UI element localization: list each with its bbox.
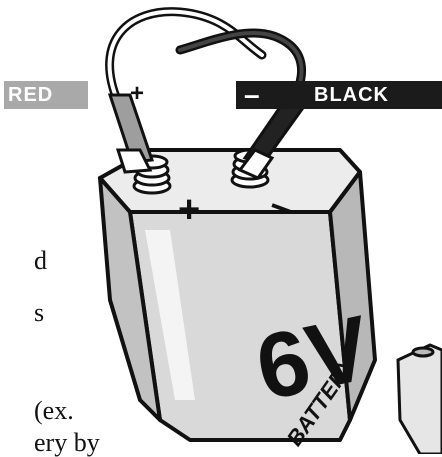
red-label: RED bbox=[4, 81, 88, 109]
text-fragment-3: (ex. bbox=[34, 396, 74, 425]
minus-label: – bbox=[244, 79, 260, 110]
black-label: – BLACK bbox=[236, 79, 442, 110]
text-fragment-4: ery by bbox=[34, 428, 100, 457]
text-fragment-1: d bbox=[34, 246, 47, 275]
red-label-text: RED bbox=[8, 84, 54, 106]
text-fragment-2: s bbox=[34, 298, 45, 327]
battery-terminal-plus: + bbox=[178, 189, 200, 231]
black-label-text: BLACK bbox=[314, 84, 389, 106]
partial-object bbox=[396, 343, 442, 454]
plus-label: + bbox=[130, 80, 145, 107]
battery-voltage: 6V bbox=[248, 297, 379, 420]
alligator-clip-icon bbox=[107, 93, 155, 174]
